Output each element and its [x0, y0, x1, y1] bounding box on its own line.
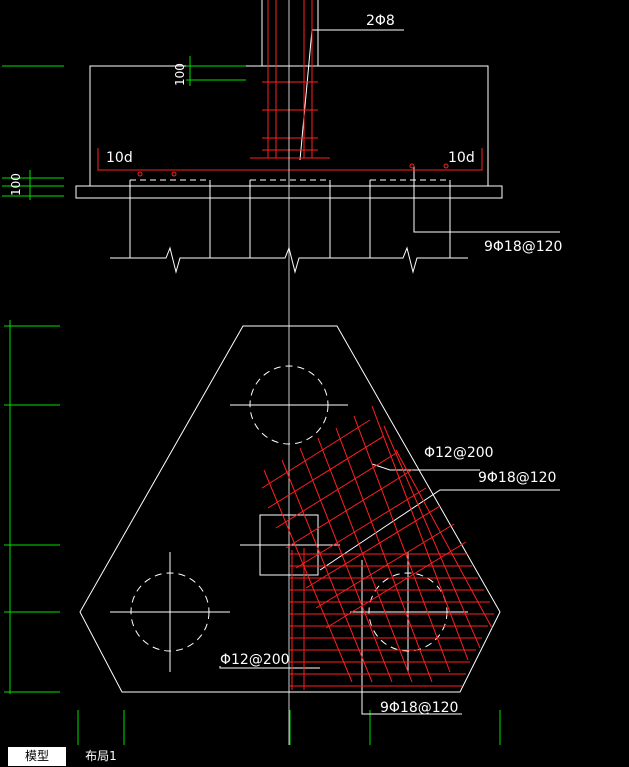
break-line: [110, 246, 468, 274]
label-section-rebar: 9Φ18@120: [484, 239, 562, 255]
cad-drawing-canvas[interactable]: 2Φ8 10d 10d 9Φ18@120 100 100: [0, 0, 629, 745]
section-rebar: [97, 0, 483, 177]
section-view: [75, 0, 560, 274]
tab-model-label: 模型: [24, 749, 49, 763]
label-plan-rebar-bottom: 9Φ18@120: [380, 700, 458, 716]
pile-cap-plan-outline: [79, 325, 501, 693]
label-plan-mesh-top: Φ12@200: [424, 445, 494, 461]
tab-layout1[interactable]: 布局1: [72, 747, 130, 766]
plan-view: [79, 325, 560, 715]
plan-labels: Φ12@200 9Φ18@120 Φ12@200 9Φ18@120: [220, 445, 556, 716]
piles-section: [129, 179, 451, 258]
tab-layout1-label: 布局1: [85, 749, 117, 763]
section-labels: 2Φ8 10d 10d 9Φ18@120 100 100: [9, 13, 562, 255]
label-plan-rebar-top: 9Φ18@120: [478, 470, 556, 486]
label-dim-100-upper: 100: [173, 63, 187, 86]
bottom-main-bar: [97, 148, 483, 171]
label-dim-100-left: 100: [9, 173, 23, 196]
plan-rebar-mesh: [261, 405, 494, 690]
label-hook-left: 10d: [106, 150, 133, 166]
dimension-lines: [2, 56, 501, 745]
label-hook-right: 10d: [448, 150, 475, 166]
layout-tab-bar: 模型 布局1: [0, 745, 629, 767]
tab-model[interactable]: 模型: [8, 747, 66, 766]
label-plan-mesh-bottom: Φ12@200: [220, 652, 290, 668]
label-top-bar: 2Φ8: [366, 13, 395, 29]
